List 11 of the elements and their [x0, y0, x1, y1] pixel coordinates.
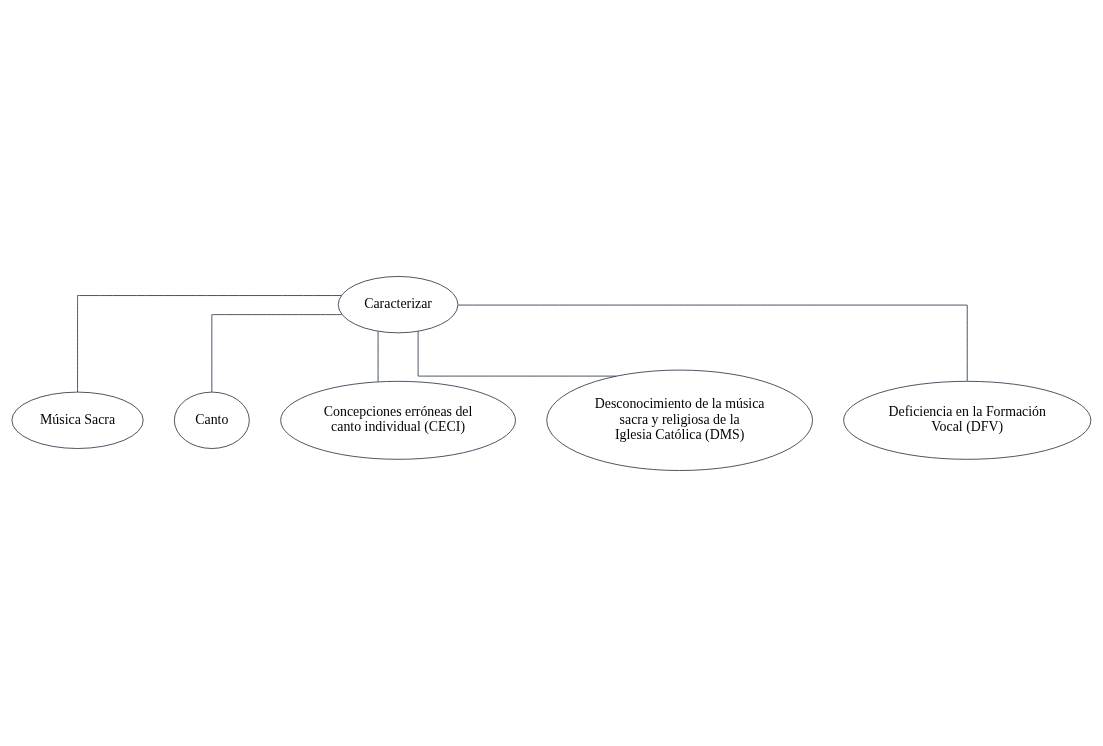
connector	[417, 330, 617, 377]
node-ellipse: Desconocimiento de la música sacra y religiosa de la Iglesia Católica (DMS)	[546, 369, 813, 471]
node-ellipse: Deficiencia en la Formación Vocal (DFV)	[843, 380, 1092, 460]
connector	[211, 313, 343, 392]
connector	[77, 294, 342, 392]
node-ellipse: Caracterizar	[337, 275, 459, 333]
connector	[457, 304, 968, 381]
node-ellipse: Concepciones erróneas del canto individual (CECI)	[280, 380, 516, 460]
node-ellipse: Canto	[173, 391, 250, 449]
node-ellipse: Música Sacra	[11, 391, 144, 449]
connector	[377, 330, 379, 382]
